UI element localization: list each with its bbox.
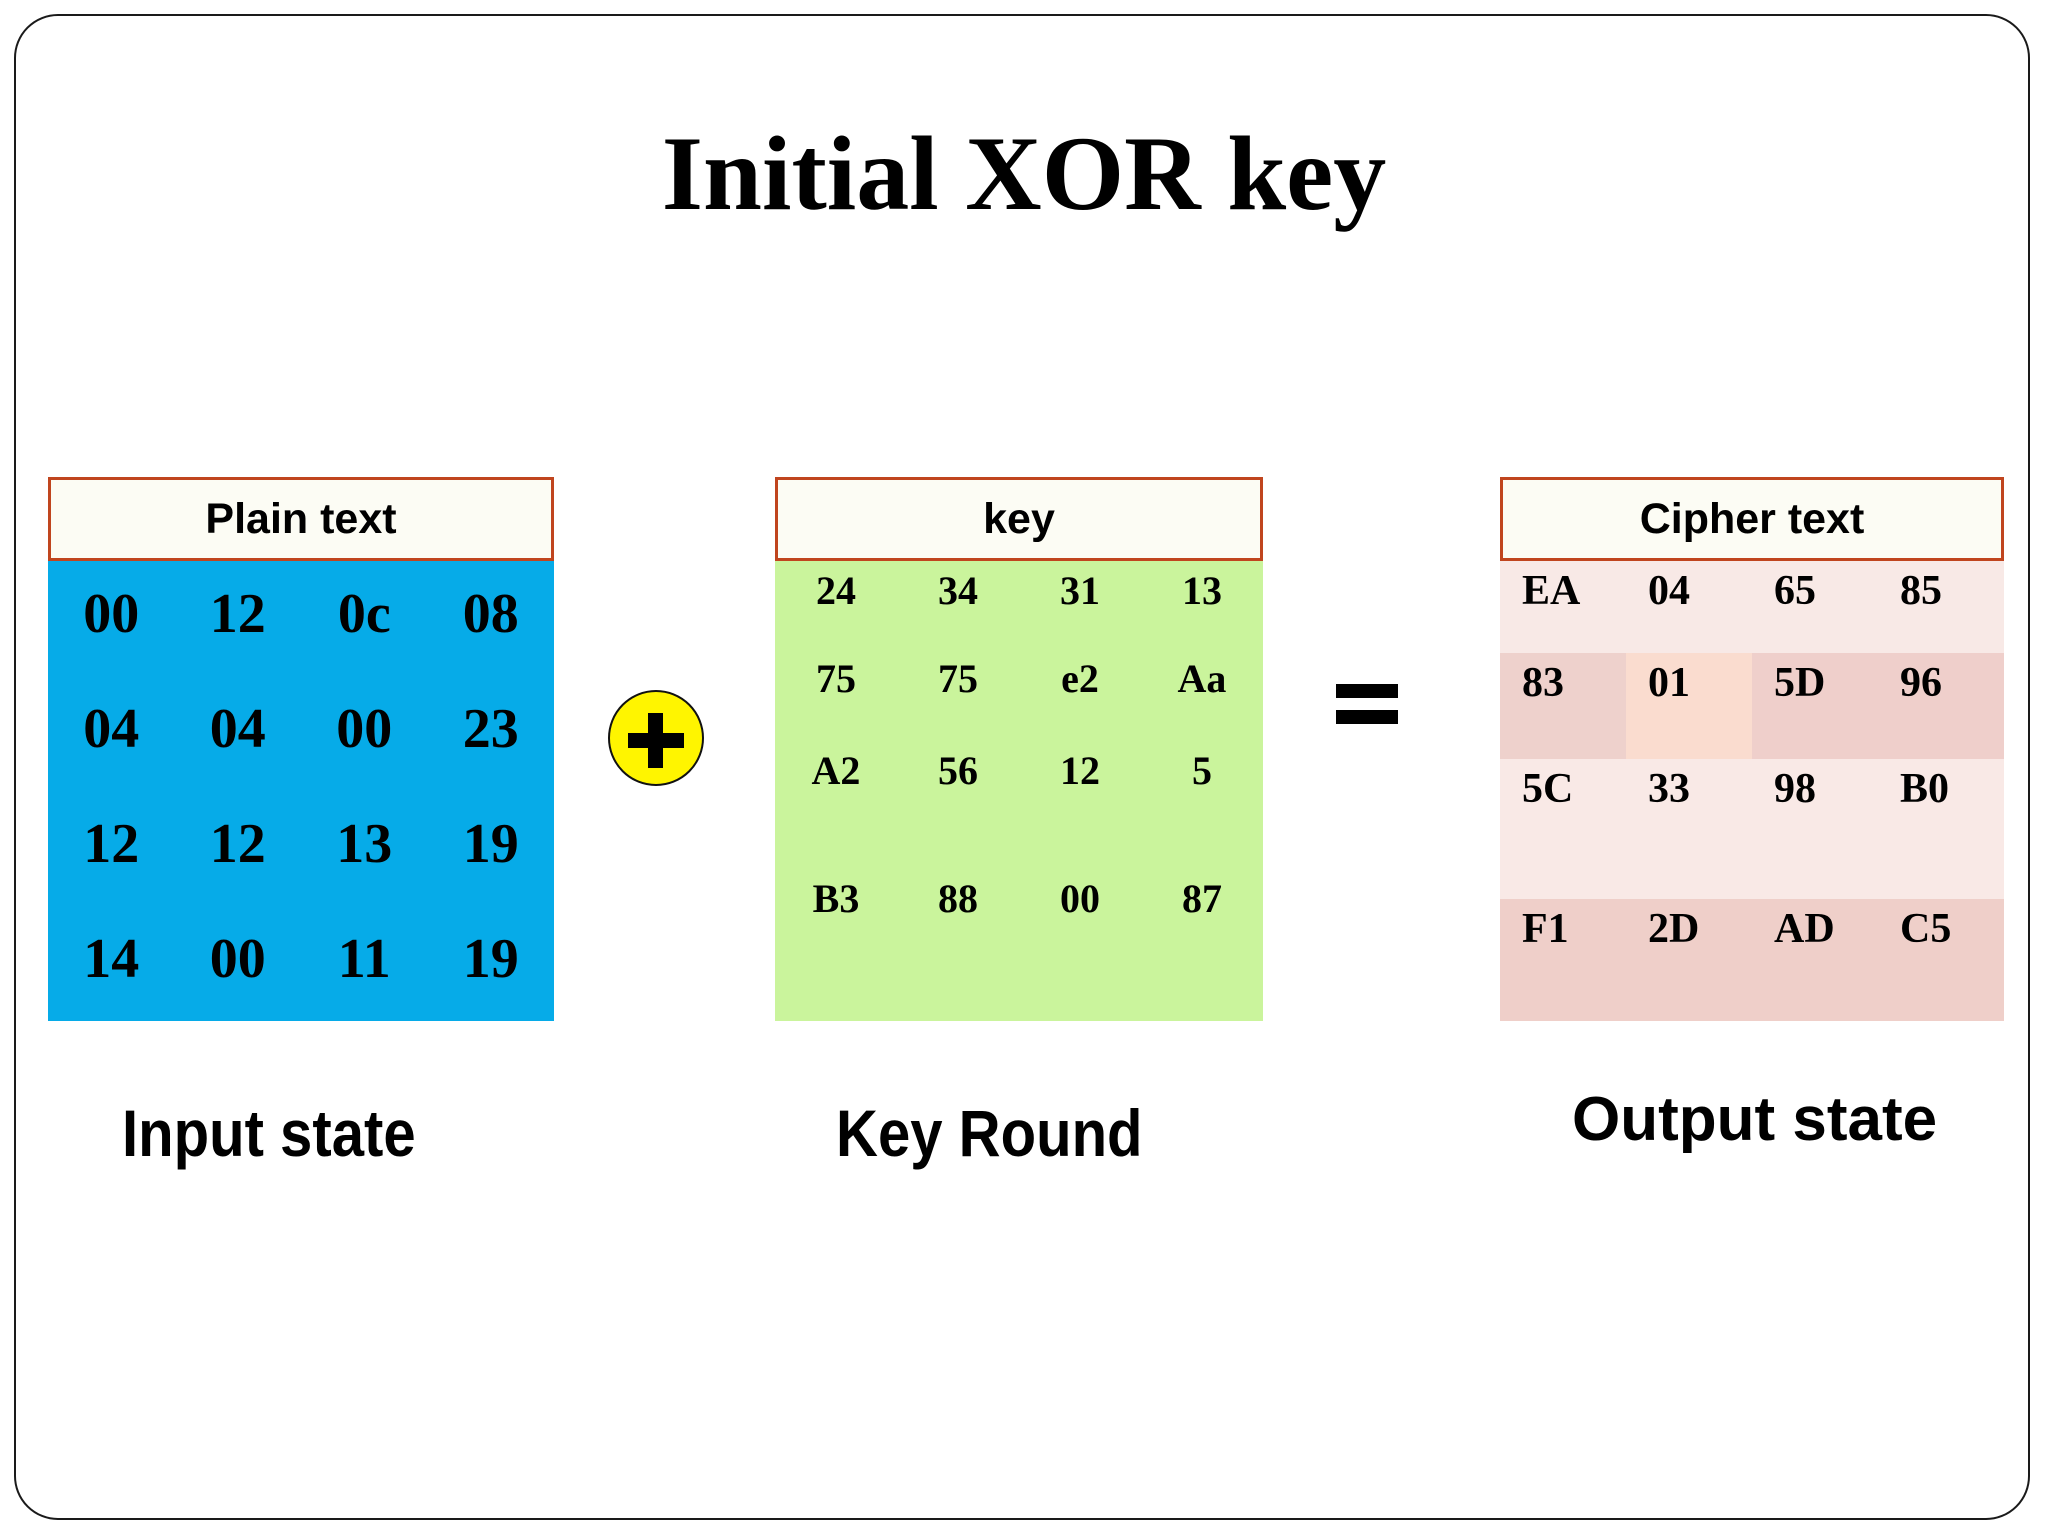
cipher-cell: 96 bbox=[1878, 653, 2004, 759]
plus-icon-vertical-bar bbox=[648, 713, 663, 768]
cipher-cell: B0 bbox=[1878, 759, 2004, 899]
key-cell: 75 bbox=[816, 656, 856, 701]
plain-cell: 19 bbox=[462, 812, 519, 875]
plain-cell: 23 bbox=[462, 697, 519, 760]
key-cell: B3 bbox=[812, 876, 860, 921]
equals-icon bbox=[1336, 684, 1398, 728]
plain-cell: 00 bbox=[209, 927, 266, 990]
key-cell: 5 bbox=[1192, 748, 1212, 793]
cipher-cell: 2D bbox=[1626, 899, 1752, 1021]
input-state-caption: Input state bbox=[122, 1096, 416, 1170]
key-header-label: key bbox=[983, 494, 1055, 543]
key-panel: key 24 34 31 13 75 75 e2 Aa A2 56 12 5 B… bbox=[775, 477, 1263, 1021]
plus-icon bbox=[608, 690, 704, 786]
cipher-cell: EA bbox=[1500, 561, 1626, 653]
cipher-cell: 01 bbox=[1626, 653, 1752, 759]
plain-cell: 12 bbox=[209, 582, 266, 645]
output-state-caption: Output state bbox=[1572, 1085, 1938, 1154]
key-cell: Aa bbox=[1177, 656, 1227, 701]
cipher-cell: 83 bbox=[1500, 653, 1626, 759]
cipher-cell: AD bbox=[1752, 899, 1878, 1021]
plain-cell: 08 bbox=[462, 582, 519, 645]
page-title: Initial XOR key bbox=[661, 115, 1387, 232]
plain-text-grid: 00 12 0c 08 04 04 00 23 12 12 13 19 14 0… bbox=[48, 561, 554, 1021]
key-cell: 88 bbox=[938, 876, 978, 921]
plain-text-header: Plain text bbox=[48, 477, 554, 561]
plain-cell: 11 bbox=[337, 927, 391, 990]
plain-cell: 00 bbox=[336, 697, 393, 760]
plain-cell: 12 bbox=[83, 812, 140, 875]
cipher-text-panel: Cipher text EA 04 65 85 83 01 5D 96 5C 3… bbox=[1500, 477, 2004, 1021]
cipher-cell: 5D bbox=[1752, 653, 1878, 759]
plain-text-header-label: Plain text bbox=[205, 494, 397, 543]
key-header: key bbox=[775, 477, 1263, 561]
key-grid: 24 34 31 13 75 75 e2 Aa A2 56 12 5 B3 88… bbox=[775, 561, 1263, 1021]
key-round-caption: Key Round bbox=[836, 1096, 1143, 1170]
cipher-cell: C5 bbox=[1878, 899, 2004, 1021]
key-cell: 75 bbox=[938, 656, 978, 701]
key-cell: 12 bbox=[1060, 748, 1100, 793]
plain-cell: 14 bbox=[83, 927, 140, 990]
cipher-text-grid: EA 04 65 85 83 01 5D 96 5C 33 98 B0 F1 2… bbox=[1500, 561, 2004, 1021]
plain-cell: 04 bbox=[209, 697, 266, 760]
key-cell: 56 bbox=[938, 748, 978, 793]
cipher-cell: 04 bbox=[1626, 561, 1752, 653]
cipher-text-header: Cipher text bbox=[1500, 477, 2004, 561]
key-cell: 34 bbox=[938, 568, 978, 613]
key-cell: 31 bbox=[1060, 568, 1100, 613]
plain-cell: 12 bbox=[209, 812, 266, 875]
key-cell: A2 bbox=[811, 748, 861, 793]
key-cell: 13 bbox=[1182, 568, 1222, 613]
key-cell: 00 bbox=[1060, 876, 1100, 921]
plain-cell: 19 bbox=[462, 927, 519, 990]
plain-text-panel: Plain text 00 12 0c 08 04 04 00 23 12 12… bbox=[48, 477, 554, 1021]
key-cell: 87 bbox=[1182, 876, 1222, 921]
key-cell: e2 bbox=[1061, 656, 1099, 701]
cipher-cell: F1 bbox=[1500, 899, 1626, 1021]
cipher-cell: 85 bbox=[1878, 561, 2004, 653]
cipher-text-header-label: Cipher text bbox=[1639, 494, 1865, 543]
cipher-cell: 65 bbox=[1752, 561, 1878, 653]
cipher-cell: 98 bbox=[1752, 759, 1878, 899]
cipher-cell: 33 bbox=[1626, 759, 1752, 899]
equals-icon-top-bar bbox=[1336, 684, 1398, 698]
equals-icon-bottom-bar bbox=[1336, 710, 1398, 724]
plain-cell: 0c bbox=[337, 582, 391, 645]
key-cell: 24 bbox=[816, 568, 856, 613]
plain-cell: 00 bbox=[83, 582, 140, 645]
cipher-cell: 5C bbox=[1500, 759, 1626, 899]
plain-cell: 13 bbox=[336, 812, 393, 875]
plain-cell: 04 bbox=[83, 697, 140, 760]
